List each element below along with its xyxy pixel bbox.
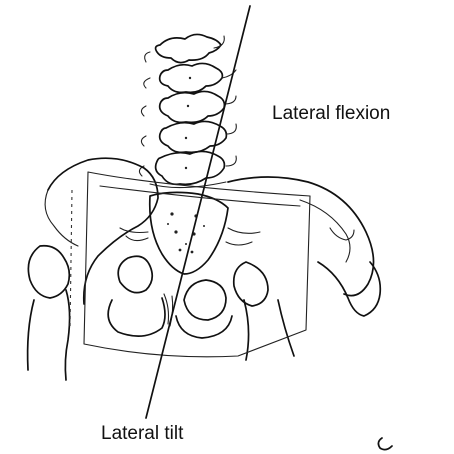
pelvic-frame <box>84 172 310 357</box>
lateral-tilt-label: Lateral tilt <box>101 423 183 445</box>
vertebra-l5 <box>156 151 225 184</box>
right-obturator-foramen <box>184 280 226 320</box>
vertebra-l1 <box>156 34 221 62</box>
right-femoral-head <box>234 262 268 306</box>
sacrum <box>150 192 228 274</box>
left-femur <box>28 290 70 380</box>
lateral-flexion-label: Lateral flexion <box>272 103 390 125</box>
vertical-reference-dashed <box>70 190 72 330</box>
pen-mark <box>378 438 392 450</box>
lumbar-spine <box>139 34 236 187</box>
left-femoral-head <box>28 246 69 298</box>
vertebra-l3 <box>160 91 225 122</box>
left-obturator-foramen <box>118 256 152 292</box>
